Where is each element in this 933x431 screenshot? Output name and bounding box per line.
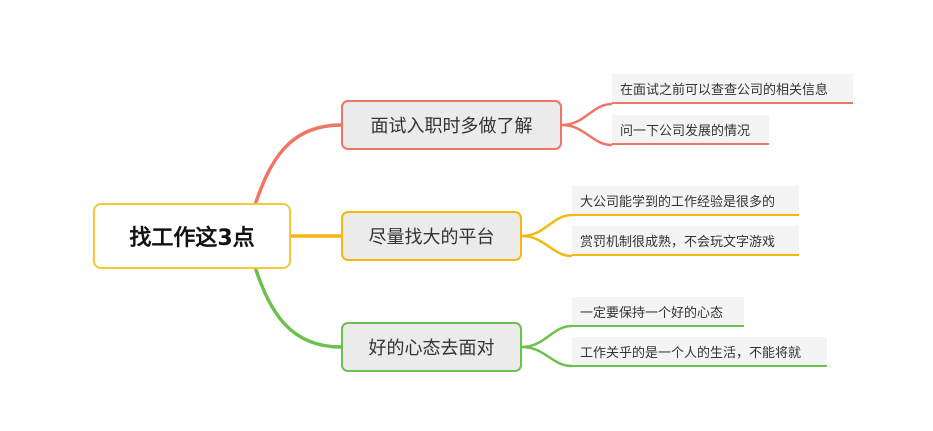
branch-node-3[interactable]: 好的心态去面对 bbox=[341, 322, 522, 372]
connector-branch-1-leaf-1 bbox=[561, 102, 613, 127]
leaf-node-3-1[interactable]: 一定要保持一个好的心态 bbox=[572, 297, 744, 327]
branch-node-2[interactable]: 尽量找大的平台 bbox=[341, 211, 522, 261]
connector-branch-3-leaf-2 bbox=[521, 345, 573, 368]
leaf-node-3-2[interactable]: 工作关乎的是一个人的生活，不能将就 bbox=[572, 337, 827, 367]
connector-root-branch-3 bbox=[253, 266, 342, 349]
connector-branch-3-leaf-1 bbox=[521, 324, 573, 349]
connector-root-branch-1 bbox=[253, 123, 342, 206]
leaf-node-1-1[interactable]: 在面试之前可以查查公司的相关信息 bbox=[612, 74, 853, 104]
leaf-node-2-2[interactable]: 赏罚机制很成熟，不会玩文字游戏 bbox=[572, 226, 799, 256]
branch-node-1[interactable]: 面试入职时多做了解 bbox=[341, 100, 562, 150]
connector-branch-2-leaf-2 bbox=[521, 234, 573, 258]
root-node[interactable]: 找工作这3点 bbox=[93, 203, 291, 269]
connector-branch-1-leaf-2 bbox=[561, 123, 613, 147]
connector-branch-2-leaf-1 bbox=[521, 213, 573, 238]
leaf-node-2-1[interactable]: 大公司能学到的工作经验是很多的 bbox=[572, 186, 799, 216]
leaf-node-1-2[interactable]: 问一下公司发展的情况 bbox=[612, 115, 769, 145]
